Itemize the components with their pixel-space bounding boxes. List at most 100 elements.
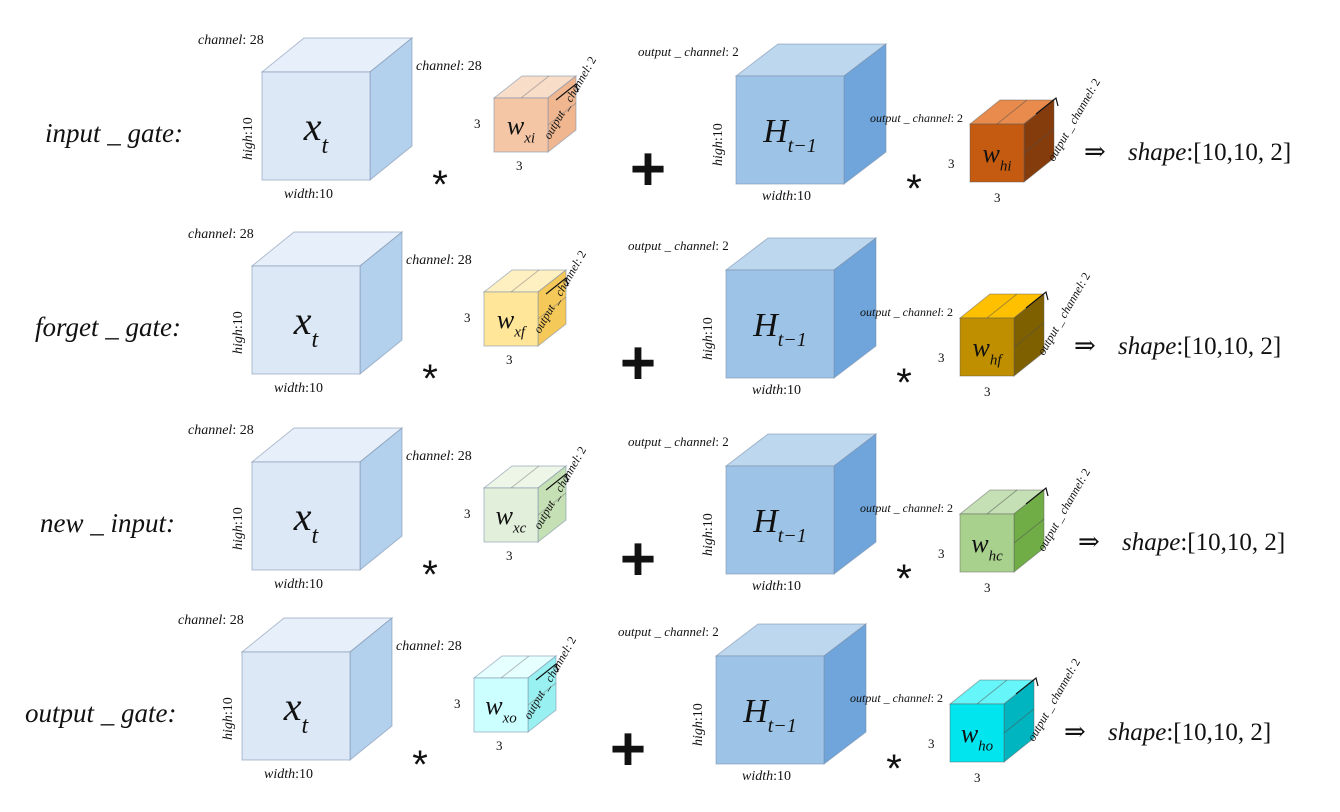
high-label-value: :10 bbox=[231, 507, 246, 525]
shape-value: :[10,10, 2] bbox=[1166, 719, 1271, 746]
input-cube bbox=[240, 616, 394, 762]
shape-label: shape:[10,10, 2] bbox=[1122, 529, 1285, 556]
hidden-output-channel-label-key: output _ channel bbox=[618, 624, 706, 639]
brace-icon bbox=[555, 82, 579, 101]
kernel-channel-label: channel: 28 bbox=[416, 59, 482, 74]
input-cube-front-face bbox=[251, 461, 361, 571]
multiply-sign: * bbox=[412, 743, 428, 787]
shape-key: shape bbox=[1128, 139, 1186, 166]
high-label-value: :10 bbox=[241, 117, 256, 135]
kernel-output-channel-label-value: : 2 bbox=[571, 444, 589, 462]
hidden-symbol-letter: H bbox=[752, 307, 780, 344]
channel-label-value: : 28 bbox=[232, 423, 253, 438]
multiply-sign: * bbox=[886, 747, 902, 791]
input-cube-front-face bbox=[261, 71, 371, 181]
h-kernel-symbol-subscript: ho bbox=[978, 738, 994, 754]
input-cube-front-face bbox=[251, 265, 361, 375]
x-kernel-cube bbox=[472, 654, 558, 734]
shape-label: shape:[10,10, 2] bbox=[1118, 333, 1281, 360]
kernel-output-channel-label-value: : 2 bbox=[561, 634, 579, 652]
brace-icon bbox=[1025, 290, 1049, 309]
hidden-high-label: high:10 bbox=[691, 703, 706, 746]
h-kernel-symbol-subscript: hi bbox=[1000, 158, 1012, 174]
svg-text:width:10: width:10 bbox=[274, 381, 323, 396]
h-kernel-symbol-symbol: w bbox=[971, 529, 989, 558]
width-label: width:10 bbox=[264, 767, 313, 782]
kernel-height-label: 3 bbox=[464, 310, 471, 325]
h-kernel-output-channel-label-diag-value: : 2 bbox=[1075, 270, 1093, 288]
width-label: width:10 bbox=[274, 381, 323, 396]
hidden-output-channel-label: output _ channel: 2 bbox=[638, 44, 739, 59]
hidden-symbol-subscript: t−1 bbox=[768, 715, 797, 737]
plus-sign: + bbox=[630, 135, 666, 204]
shape-value: :[10,10, 2] bbox=[1176, 333, 1281, 360]
svg-text:width:10: width:10 bbox=[284, 187, 333, 202]
svg-text:channel: 28: channel: 28 bbox=[178, 613, 244, 628]
width-label-key: width bbox=[274, 381, 305, 396]
high-label: high:10 bbox=[221, 697, 236, 740]
h-kernel-output-channel-label: output _ channel: 2 bbox=[860, 305, 953, 319]
h-kernel-output-channel-label-value: : 2 bbox=[951, 111, 963, 125]
hidden-cube-front-face bbox=[715, 655, 825, 765]
svg-text:output _ channel: 2: output _ channel: 2 bbox=[628, 238, 729, 253]
kernel-channel-label-value: : 28 bbox=[460, 59, 481, 74]
input-cube bbox=[250, 426, 404, 572]
h-kernel-output-channel-label-diag-value: : 2 bbox=[1085, 76, 1103, 94]
hidden-width-label: width:10 bbox=[742, 769, 791, 784]
multiply-sign: * bbox=[896, 361, 912, 405]
plus-sign: + bbox=[620, 525, 656, 594]
brace-icon bbox=[1015, 676, 1039, 695]
hidden-cube-front-face bbox=[735, 75, 845, 185]
width-label-value: :10 bbox=[305, 577, 323, 592]
input-symbol-subscript: t bbox=[322, 133, 330, 159]
channel-label-key: channel bbox=[198, 33, 242, 48]
hidden-cube bbox=[724, 236, 878, 380]
brace-icon bbox=[1035, 96, 1059, 115]
hidden-output-channel-label-value: : 2 bbox=[725, 44, 738, 59]
svg-text:high:10: high:10 bbox=[691, 703, 706, 746]
x-kernel-symbol: wxf bbox=[497, 305, 527, 340]
multiply-sign: * bbox=[422, 553, 438, 597]
brace-icon bbox=[545, 472, 569, 491]
svg-text:high:10: high:10 bbox=[231, 311, 246, 354]
plus-sign: + bbox=[620, 329, 656, 398]
h-kernel-symbol-subscript: hf bbox=[990, 352, 1004, 368]
hidden-high-label: high:10 bbox=[711, 123, 726, 166]
gate-label: forget _ gate: bbox=[35, 312, 181, 342]
input-symbol-subscript: t bbox=[312, 327, 320, 353]
kernel-channel-label-value: : 28 bbox=[450, 449, 471, 464]
channel-label: channel: 28 bbox=[188, 227, 254, 242]
h-kernel-output-channel-label-value: : 2 bbox=[931, 691, 943, 705]
svg-text:output _ channel: 2: output _ channel: 2 bbox=[638, 44, 739, 59]
h-kernel-width-label: 3 bbox=[994, 190, 1001, 205]
kernel-output-channel-label-value: : 2 bbox=[581, 54, 599, 72]
gate-label: output _ gate: bbox=[25, 698, 176, 728]
svg-text:channel: 28: channel: 28 bbox=[406, 253, 472, 268]
brace-icon bbox=[545, 276, 569, 295]
brace-icon bbox=[1025, 486, 1049, 505]
hidden-high-label-value: :10 bbox=[691, 703, 706, 721]
kernel-channel-label-key: channel bbox=[396, 639, 440, 654]
svg-text:output _ channel: 2: output _ channel: 2 bbox=[870, 111, 963, 125]
h-kernel-width-label: 3 bbox=[984, 580, 991, 595]
input-cube bbox=[250, 230, 404, 376]
multiply-sign: * bbox=[896, 557, 912, 601]
kernel-channel-label-value: : 28 bbox=[450, 253, 471, 268]
input-symbol-subscript: t bbox=[312, 523, 320, 549]
svg-text:channel: 28: channel: 28 bbox=[188, 423, 254, 438]
hidden-cube bbox=[714, 622, 868, 766]
x-kernel-symbol-subscript: xf bbox=[513, 324, 527, 340]
brace-icon bbox=[535, 662, 559, 681]
x-kernel-symbol: wxi bbox=[507, 111, 535, 146]
svg-text:high:10: high:10 bbox=[711, 123, 726, 166]
input-symbol-subscript: t bbox=[302, 713, 310, 739]
hidden-high-label: high:10 bbox=[701, 513, 716, 556]
input-symbol: xt bbox=[303, 104, 330, 159]
hidden-symbol: Ht−1 bbox=[762, 113, 817, 157]
h-kernel-output-channel-label-key: output _ channel bbox=[860, 501, 941, 515]
multiply-sign: * bbox=[422, 357, 438, 401]
high-label-key: high bbox=[241, 135, 256, 160]
svg-text:channel: 28: channel: 28 bbox=[416, 59, 482, 74]
h-kernel-output-channel-label-key: output _ channel bbox=[850, 691, 931, 705]
